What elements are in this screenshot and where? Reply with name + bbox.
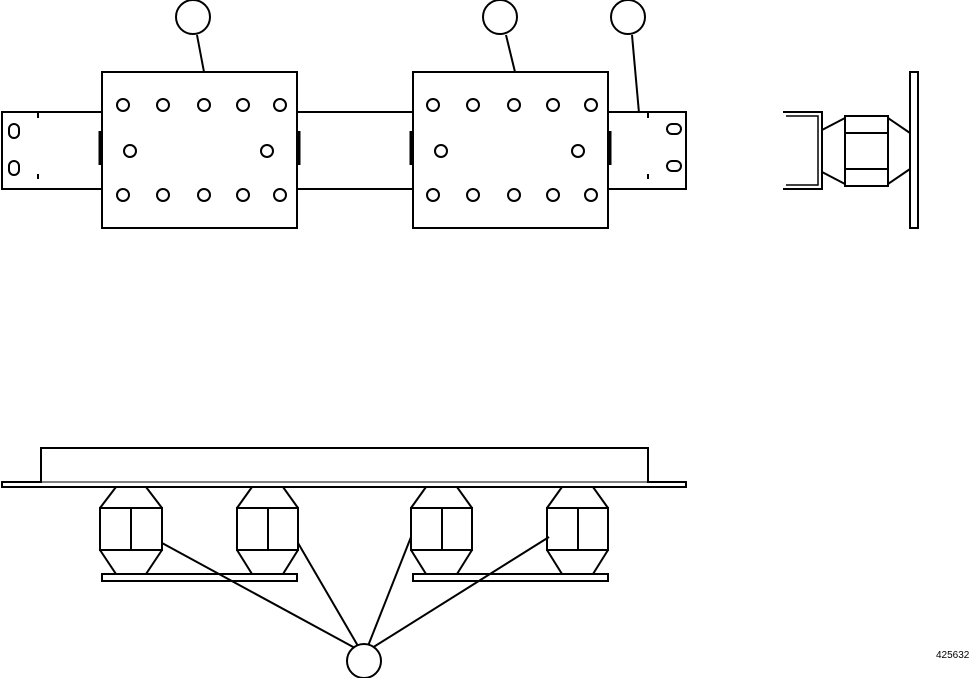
rail-end-slots-right xyxy=(666,123,682,172)
mount-plate-1 xyxy=(98,71,301,229)
side-mount-4 xyxy=(546,486,609,575)
end-view xyxy=(783,71,919,229)
figure-id-label: 425632 xyxy=(936,650,970,661)
callout-4 xyxy=(161,536,550,678)
side-mount-1 xyxy=(99,486,163,575)
side-view-channel xyxy=(1,447,687,488)
rail-end-slots-left xyxy=(8,123,20,176)
end-view-plate xyxy=(909,71,919,229)
plate-2-bolt-holes xyxy=(426,98,598,202)
end-view-mount-block xyxy=(844,115,889,187)
callout-3 xyxy=(610,0,646,114)
plate-1-bolt-holes xyxy=(116,98,287,202)
callout-1 xyxy=(175,0,211,73)
top-view xyxy=(1,0,687,229)
side-base-plate-2 xyxy=(412,573,609,582)
callout-2 xyxy=(482,0,518,73)
side-mount-3 xyxy=(410,486,473,575)
side-base-plate-1 xyxy=(101,573,298,582)
side-view xyxy=(1,447,687,678)
channel-rail xyxy=(1,111,687,190)
side-mount-2 xyxy=(236,486,299,575)
mount-plate-2 xyxy=(409,71,612,229)
end-view-channel xyxy=(783,111,823,190)
